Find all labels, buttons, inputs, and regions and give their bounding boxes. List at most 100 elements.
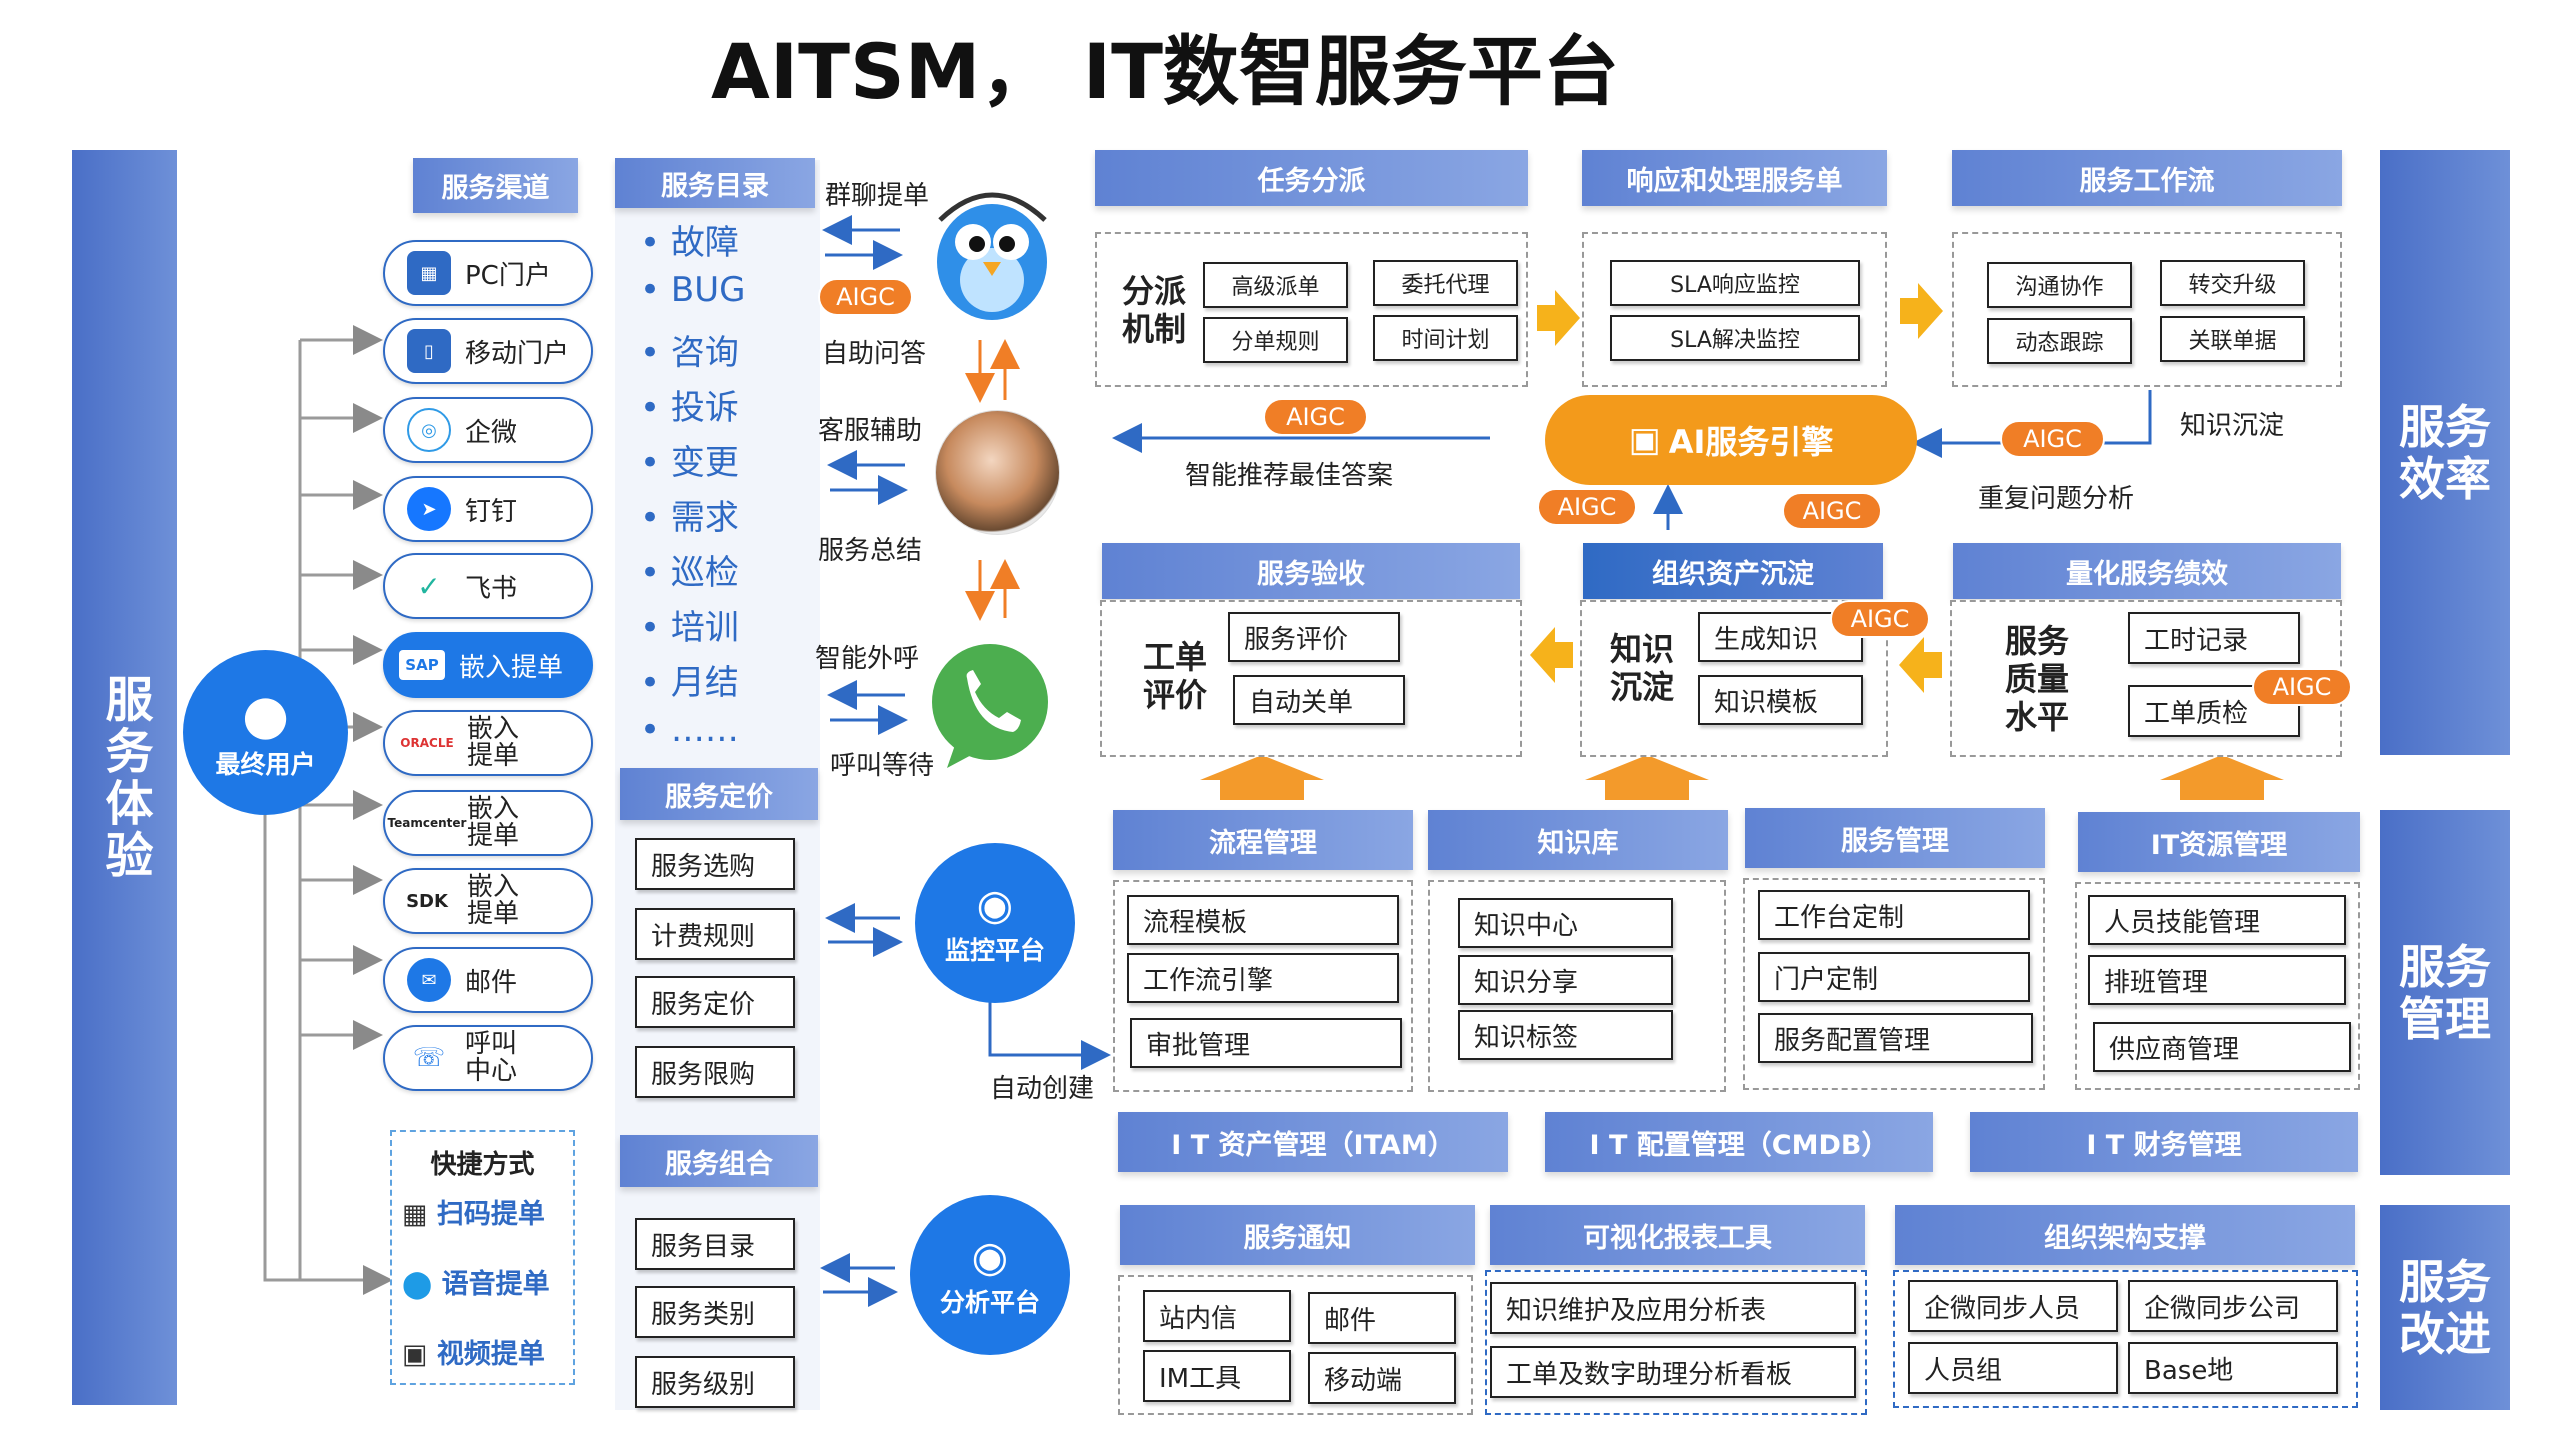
svc-mgmt-item[interactable]: 门户定制 [1758, 952, 2030, 1002]
page-title: AITSM， IT数智服务平台 [711, 27, 1619, 116]
shortcut-video[interactable]: ▣ 视频提单 [402, 1332, 545, 1371]
channels-header: 服务渠道 [413, 158, 578, 213]
pricing-item[interactable]: 服务定价 [635, 976, 795, 1028]
catalog-item[interactable]: • 培训 [640, 608, 739, 648]
bird-bot-avatar [925, 180, 1060, 325]
org-support-item[interactable]: 人员组 [1908, 1342, 2118, 1394]
response-item[interactable]: SLA解决监控 [1610, 315, 1860, 361]
workflow-item[interactable]: 沟通协作 [1987, 262, 2132, 308]
pillar-service-efficiency: 服务效率 [2380, 150, 2510, 755]
dispatch-item[interactable]: 高级派单 [1203, 262, 1348, 308]
notify-item[interactable]: 邮件 [1308, 1292, 1456, 1344]
combo-item[interactable]: 服务类别 [635, 1286, 795, 1338]
kb-item[interactable]: 知识中心 [1458, 898, 1673, 948]
catalog-item[interactable]: • 巡检 [640, 553, 739, 593]
dispatch-item[interactable]: 委托代理 [1373, 260, 1518, 306]
pillar-service-experience: 服务体验 [72, 150, 177, 1405]
catalog-item[interactable]: • BUG [640, 270, 746, 310]
grid-icon: ▦ [407, 251, 451, 295]
catalog-item[interactable]: • 故障 [640, 223, 739, 263]
catalog-header: 服务目录 [615, 158, 815, 208]
phone-bot-avatar [925, 640, 1055, 770]
workflow-item[interactable]: 关联单据 [2160, 316, 2305, 362]
channel-label: 钉钉 [465, 496, 518, 527]
channel-label: 嵌入提单 [467, 794, 520, 851]
combo-item[interactable]: 服务级别 [635, 1356, 795, 1408]
catalog-item[interactable]: • 需求 [640, 498, 739, 538]
analysis-platform-node[interactable]: ◉ 分析平台 [910, 1195, 1070, 1355]
catalog-item[interactable]: • 咨询 [640, 333, 739, 373]
org-support-item[interactable]: 企微同步公司 [2128, 1280, 2338, 1332]
channel-mobile-portal[interactable]: ▯移动门户 [383, 318, 593, 384]
notify-item[interactable]: 移动端 [1308, 1352, 1456, 1404]
outbound-label: 智能外呼 [815, 644, 920, 674]
ai-engine-label: AI服务引擎 [1668, 423, 1834, 461]
combo-item[interactable]: 服务目录 [635, 1218, 795, 1270]
process-mgmt-item[interactable]: 流程模板 [1127, 895, 1399, 945]
catalog-item[interactable]: • 投诉 [640, 388, 739, 428]
mobile-icon: ▯ [407, 329, 451, 373]
org-support-item[interactable]: 企微同步人员 [1908, 1280, 2118, 1332]
it-res-header: IT资源管理 [2078, 812, 2360, 872]
end-user-label: 最终用户 [215, 749, 316, 779]
shortcut-scan[interactable]: ▦ 扫码提单 [402, 1192, 545, 1231]
pillar-label: 服务体验 [96, 673, 153, 882]
channel-feishu[interactable]: ✓飞书 [383, 553, 593, 619]
channel-dingtalk[interactable]: ➤钉钉 [383, 476, 593, 542]
aigc-badge: AIGC [2252, 668, 2352, 706]
channel-label: 飞书 [465, 573, 518, 604]
org-assets-label: 知识沉淀 [1610, 630, 1675, 706]
pricing-item[interactable]: 服务选购 [635, 838, 795, 890]
it-res-item[interactable]: 人员技能管理 [2088, 895, 2346, 945]
notify-item[interactable]: 站内信 [1143, 1290, 1291, 1342]
pillar-label: 服务改进 [2399, 1254, 2491, 1361]
channel-call-center[interactable]: ☏呼叫中心 [383, 1025, 593, 1091]
combo-header: 服务组合 [620, 1135, 818, 1187]
ai-engine-node[interactable]: ▣AI服务引擎 [1545, 395, 1917, 485]
workflow-header: 服务工作流 [1952, 150, 2342, 206]
catalog-item[interactable]: • 变更 [640, 443, 739, 483]
workflow-item[interactable]: 转交升级 [2160, 260, 2305, 306]
org-support-item[interactable]: Base地 [2128, 1342, 2338, 1394]
channel-pc-portal[interactable]: ▦PC门户 [383, 240, 593, 306]
sap-badge: SAP [399, 650, 445, 680]
kb-item[interactable]: 知识标签 [1458, 1010, 1673, 1060]
pricing-item[interactable]: 服务限购 [635, 1046, 795, 1098]
aigc-badge: AIGC [1782, 492, 1882, 530]
channel-label: 嵌入提单 [467, 714, 520, 771]
channel-label: 企微 [465, 417, 518, 448]
dispatch-item[interactable]: 时间计划 [1373, 315, 1518, 361]
svc-mgmt-item[interactable]: 服务配置管理 [1758, 1013, 2033, 1063]
pillar-service-management: 服务管理 [2380, 810, 2510, 1175]
channel-label: 嵌入提单 [467, 872, 520, 929]
process-mgmt-item[interactable]: 工作流引擎 [1127, 953, 1399, 1003]
shortcut-voice[interactable]: ⬤ 语音提单 [402, 1262, 550, 1301]
channel-email[interactable]: ✉邮件 [383, 947, 593, 1013]
acceptance-item[interactable]: 服务评价 [1228, 612, 1400, 662]
performance-item[interactable]: 工时记录 [2128, 612, 2300, 664]
monitor-platform-node[interactable]: ◉ 监控平台 [915, 843, 1075, 1003]
kb-item[interactable]: 知识分享 [1458, 955, 1673, 1005]
catalog-item[interactable]: • 月结 [640, 663, 739, 703]
workflow-item[interactable]: 动态跟踪 [1987, 318, 2132, 364]
it-res-item[interactable]: 供应商管理 [2093, 1022, 2351, 1072]
notify-item[interactable]: IM工具 [1143, 1350, 1291, 1402]
it-res-item[interactable]: 排班管理 [2088, 955, 2346, 1005]
reports-item[interactable]: 工单及数字助理分析看板 [1490, 1346, 1856, 1398]
org-assets-item[interactable]: 知识模板 [1698, 675, 1863, 725]
reports-item[interactable]: 知识维护及应用分析表 [1490, 1282, 1856, 1334]
process-mgmt-item[interactable]: 审批管理 [1130, 1018, 1402, 1068]
svc-mgmt-item[interactable]: 工作台定制 [1758, 890, 2030, 940]
channel-wecom[interactable]: ◎企微 [383, 397, 593, 463]
reports-header: 可视化报表工具 [1490, 1205, 1865, 1265]
response-item[interactable]: SLA响应监控 [1610, 260, 1860, 306]
camera-icon: ◉ [976, 880, 1014, 929]
dispatch-item[interactable]: 分单规则 [1203, 317, 1348, 363]
acceptance-item[interactable]: 自动关单 [1233, 675, 1405, 725]
pricing-item[interactable]: 计费规则 [635, 908, 795, 960]
end-user-node[interactable]: ● 最终用户 [183, 650, 348, 815]
